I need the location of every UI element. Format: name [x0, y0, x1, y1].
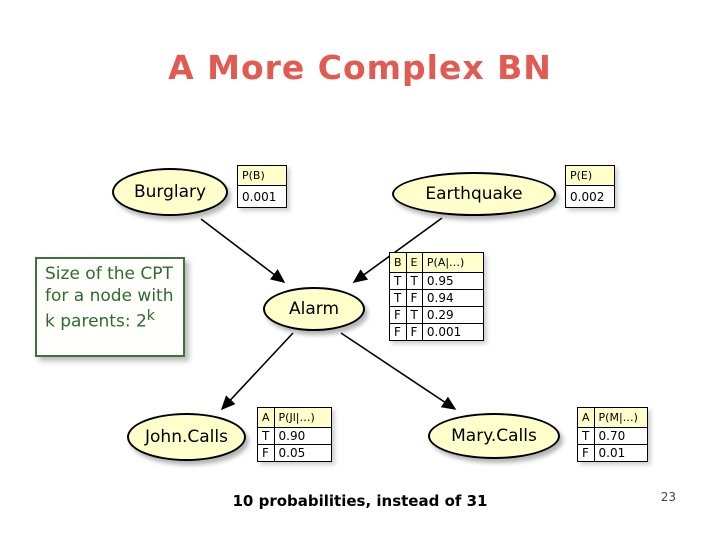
table-row: T 0.70 [577, 427, 648, 445]
cpt-size-note-text: Size of the CPT for a node with k parent… [45, 264, 174, 332]
cell: F [389, 323, 407, 341]
mary-cpt-table: A P(M|…) T 0.70 F 0.01 [577, 407, 648, 462]
pb-value: 0.001 [237, 185, 287, 208]
cell: T [257, 427, 275, 445]
cell: T [389, 272, 407, 290]
pe-value: 0.002 [565, 185, 615, 208]
cell: F [405, 289, 423, 307]
node-johncalls: John.Calls [127, 413, 246, 461]
node-burglary: Burglary [112, 168, 228, 216]
cell: 0.95 [421, 272, 484, 290]
cell: 0.001 [421, 323, 484, 341]
slide-title: A More Complex BN [168, 48, 552, 87]
cell: T [577, 427, 595, 445]
col-header: E [405, 252, 423, 273]
cpt-size-note: Size of the CPT for a node with k parent… [35, 257, 185, 357]
node-burglary-label: Burglary [133, 182, 207, 202]
cell: T [389, 289, 407, 307]
table-row: F F 0.001 [389, 323, 484, 341]
cell: F [577, 444, 595, 462]
alarm-cpt-table: B E P(A|…) T T 0.95 T F 0.94 F T 0.29 F … [389, 252, 484, 341]
node-earthquake: Earthquake [392, 172, 556, 216]
table-row: F 0.01 [577, 444, 648, 462]
col-header: P(M|…) [593, 407, 648, 428]
cell: F [257, 444, 275, 462]
col-header: A [257, 407, 275, 428]
john-cpt-table: A P(Jl|…) T 0.90 F 0.05 [257, 407, 332, 462]
cell: 0.29 [421, 306, 484, 324]
col-header: P(Jl|…) [273, 407, 332, 428]
pb-table: P(B) 0.001 [237, 165, 287, 208]
table-row: F 0.05 [257, 444, 332, 462]
cell: 0.94 [421, 289, 484, 307]
arrow-burglary-alarm [200, 218, 286, 283]
cell: 0.70 [593, 427, 648, 445]
col-header: B [389, 252, 407, 273]
footer-caption: 10 probabilities, instead of 31 [232, 492, 488, 510]
cell: 0.05 [273, 444, 332, 462]
table-row: T F 0.94 [389, 289, 484, 307]
arrow-alarm-marycalls [340, 332, 457, 410]
node-johncalls-label: John.Calls [145, 427, 228, 447]
cell: 0.90 [273, 427, 332, 445]
cell: F [405, 323, 423, 341]
node-earthquake-label: Earthquake [425, 184, 523, 204]
cell: F [389, 306, 407, 324]
table-row: T 0.90 [257, 427, 332, 445]
col-header: P(A|…) [421, 252, 484, 273]
node-alarm-label: Alarm [288, 299, 340, 319]
node-marycalls: Mary.Calls [428, 413, 560, 459]
pe-table: P(E) 0.002 [565, 165, 615, 208]
pe-header: P(E) [565, 165, 615, 186]
node-marycalls-label: Mary.Calls [451, 426, 537, 446]
arrow-alarm-johncalls [220, 332, 294, 411]
cell: T [405, 272, 423, 290]
node-alarm: Alarm [263, 287, 365, 331]
cell: T [405, 306, 423, 324]
cell: 0.01 [593, 444, 648, 462]
page-number: 23 [660, 490, 676, 504]
pb-header: P(B) [237, 165, 287, 186]
col-header: A [577, 407, 595, 428]
table-row: T T 0.95 [389, 272, 484, 290]
table-row: F T 0.29 [389, 306, 484, 324]
cpt-size-note-superscript: k [146, 308, 155, 325]
